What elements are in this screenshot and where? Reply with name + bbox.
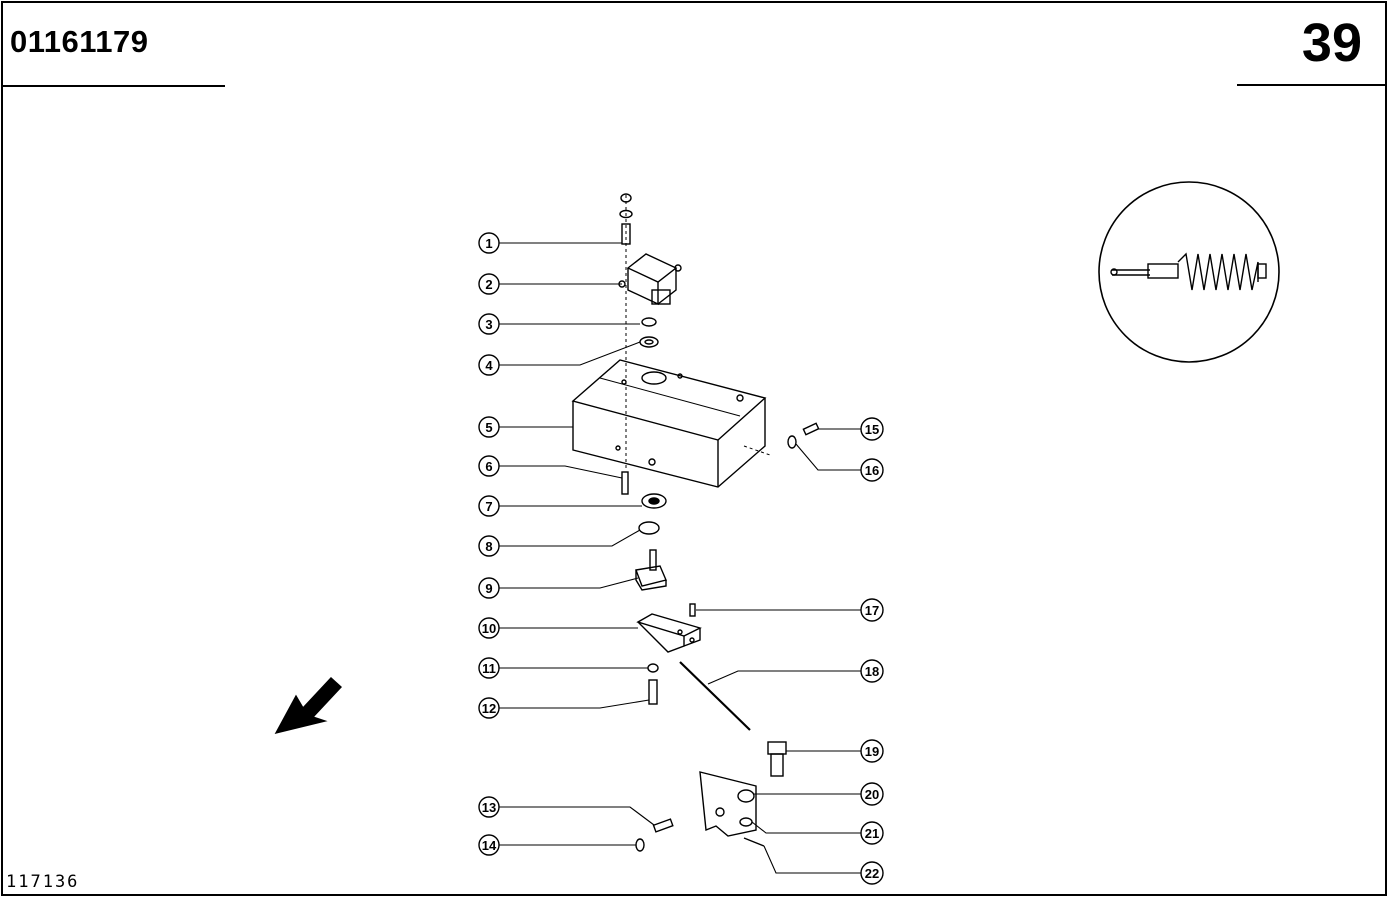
callout-11: 11 <box>482 661 496 676</box>
part-small-screw <box>648 679 658 705</box>
callout-14: 14 <box>482 838 497 853</box>
part-rod <box>679 661 751 731</box>
part-shaft <box>635 549 667 591</box>
page-number: 39 <box>1301 13 1362 73</box>
callout-4: 4 <box>485 358 493 373</box>
part-plate <box>699 771 765 847</box>
callout-7: 7 <box>485 499 492 514</box>
header-rule-right <box>1237 84 1387 86</box>
callout-5: 5 <box>485 420 492 435</box>
part-washers <box>639 317 659 348</box>
callout-16: 16 <box>865 463 879 478</box>
header-rule-left <box>3 85 225 87</box>
callouts-right <box>860 417 884 885</box>
callout-12: 12 <box>482 701 496 716</box>
worm-screw-detail-icon <box>1098 181 1280 363</box>
part-bracket <box>636 613 702 653</box>
assembly-axis <box>625 195 771 470</box>
part-circlip <box>638 521 660 535</box>
part-small-washer <box>647 663 659 673</box>
callout-20: 20 <box>865 787 879 802</box>
part-screw-stack <box>619 193 633 245</box>
callout-1: 1 <box>485 236 492 251</box>
callout-9: 9 <box>485 581 492 596</box>
part-side-screw <box>787 422 820 449</box>
callouts-left <box>478 232 500 856</box>
leader-lines <box>499 242 861 874</box>
callout-19: 19 <box>865 744 879 759</box>
part-bolt <box>767 741 787 777</box>
callout-2: 2 <box>485 277 492 292</box>
part-lower-screw <box>635 818 674 852</box>
callout-13: 13 <box>482 800 496 815</box>
callout-18: 18 <box>865 664 879 679</box>
callout-17: 17 <box>865 603 879 618</box>
drawing-number: 117136 <box>6 872 80 892</box>
part-housing <box>571 359 767 488</box>
callout-10: 10 <box>482 621 496 636</box>
part-pin <box>621 471 629 495</box>
callout-3: 3 <box>485 317 492 332</box>
direction-arrow-icon <box>274 677 342 735</box>
callout-8: 8 <box>485 539 492 554</box>
part-switch <box>618 253 682 306</box>
part-small-pin <box>689 603 696 617</box>
callout-22: 22 <box>865 866 879 881</box>
part-number: 01161179 <box>10 24 149 59</box>
callout-6: 6 <box>485 459 492 474</box>
callout-15: 15 <box>865 422 879 437</box>
part-bearing <box>641 493 667 509</box>
callout-21: 21 <box>865 826 879 841</box>
